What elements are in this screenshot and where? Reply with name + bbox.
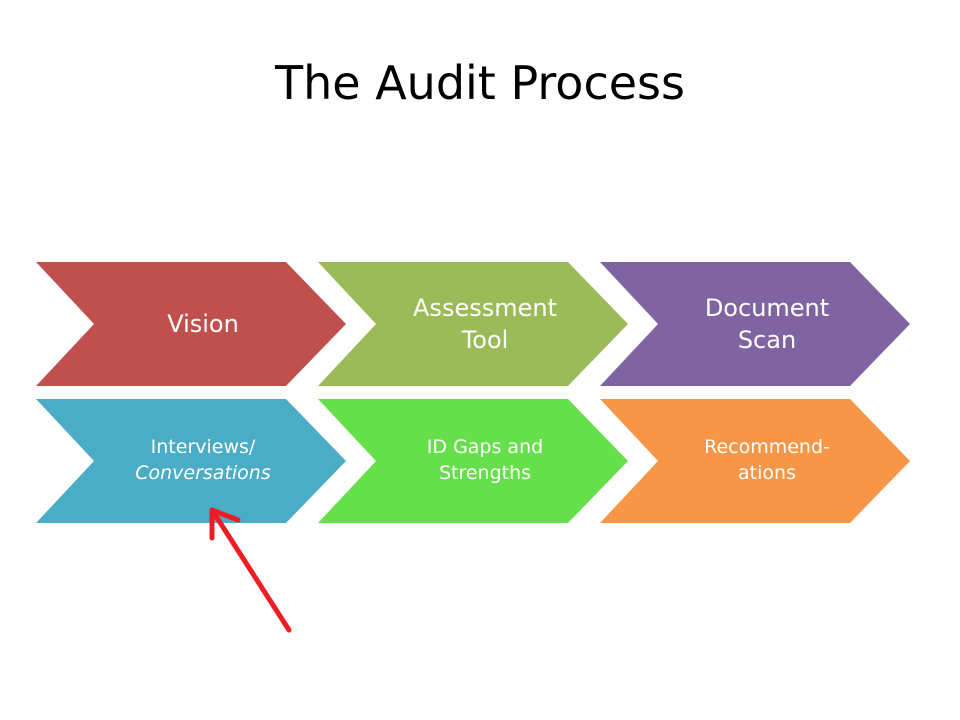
step-label: Recommend- ations: [704, 435, 830, 486]
step-label: Interviews/ Conversations: [135, 435, 271, 486]
step-label-line: Conversations: [135, 462, 271, 484]
step-label: Document Scan: [705, 292, 829, 357]
arrow-shaft: [209, 507, 292, 633]
step-label: Vision: [167, 308, 239, 340]
step-label-line: ations: [738, 462, 796, 484]
step-id-gaps-strengths: ID Gaps and Strengths: [318, 399, 628, 523]
step-label-line: Vision: [167, 309, 239, 338]
step-document-scan: Document Scan: [600, 262, 910, 386]
step-label-line: Recommend-: [704, 436, 830, 459]
step-label-line: Interviews/: [150, 436, 256, 459]
step-label: Assessment Tool: [413, 292, 557, 357]
step-label: ID Gaps and Strengths: [427, 435, 543, 486]
slide-title: The Audit Process: [275, 56, 685, 110]
step-label-line: Assessment: [413, 293, 557, 322]
step-label-line: Scan: [737, 326, 797, 354]
step-label-line: ID Gaps and: [426, 436, 544, 459]
step-recommendations: Recommend- ations: [600, 399, 910, 523]
step-label-line: Tool: [461, 326, 509, 354]
step-assessment-tool: Assessment Tool: [318, 262, 628, 386]
step-vision: Vision: [36, 262, 346, 386]
step-interviews-conversations: Interviews/ Conversations: [36, 399, 346, 523]
step-label-line: Document: [704, 293, 830, 322]
step-label-line: Strengths: [438, 462, 532, 484]
